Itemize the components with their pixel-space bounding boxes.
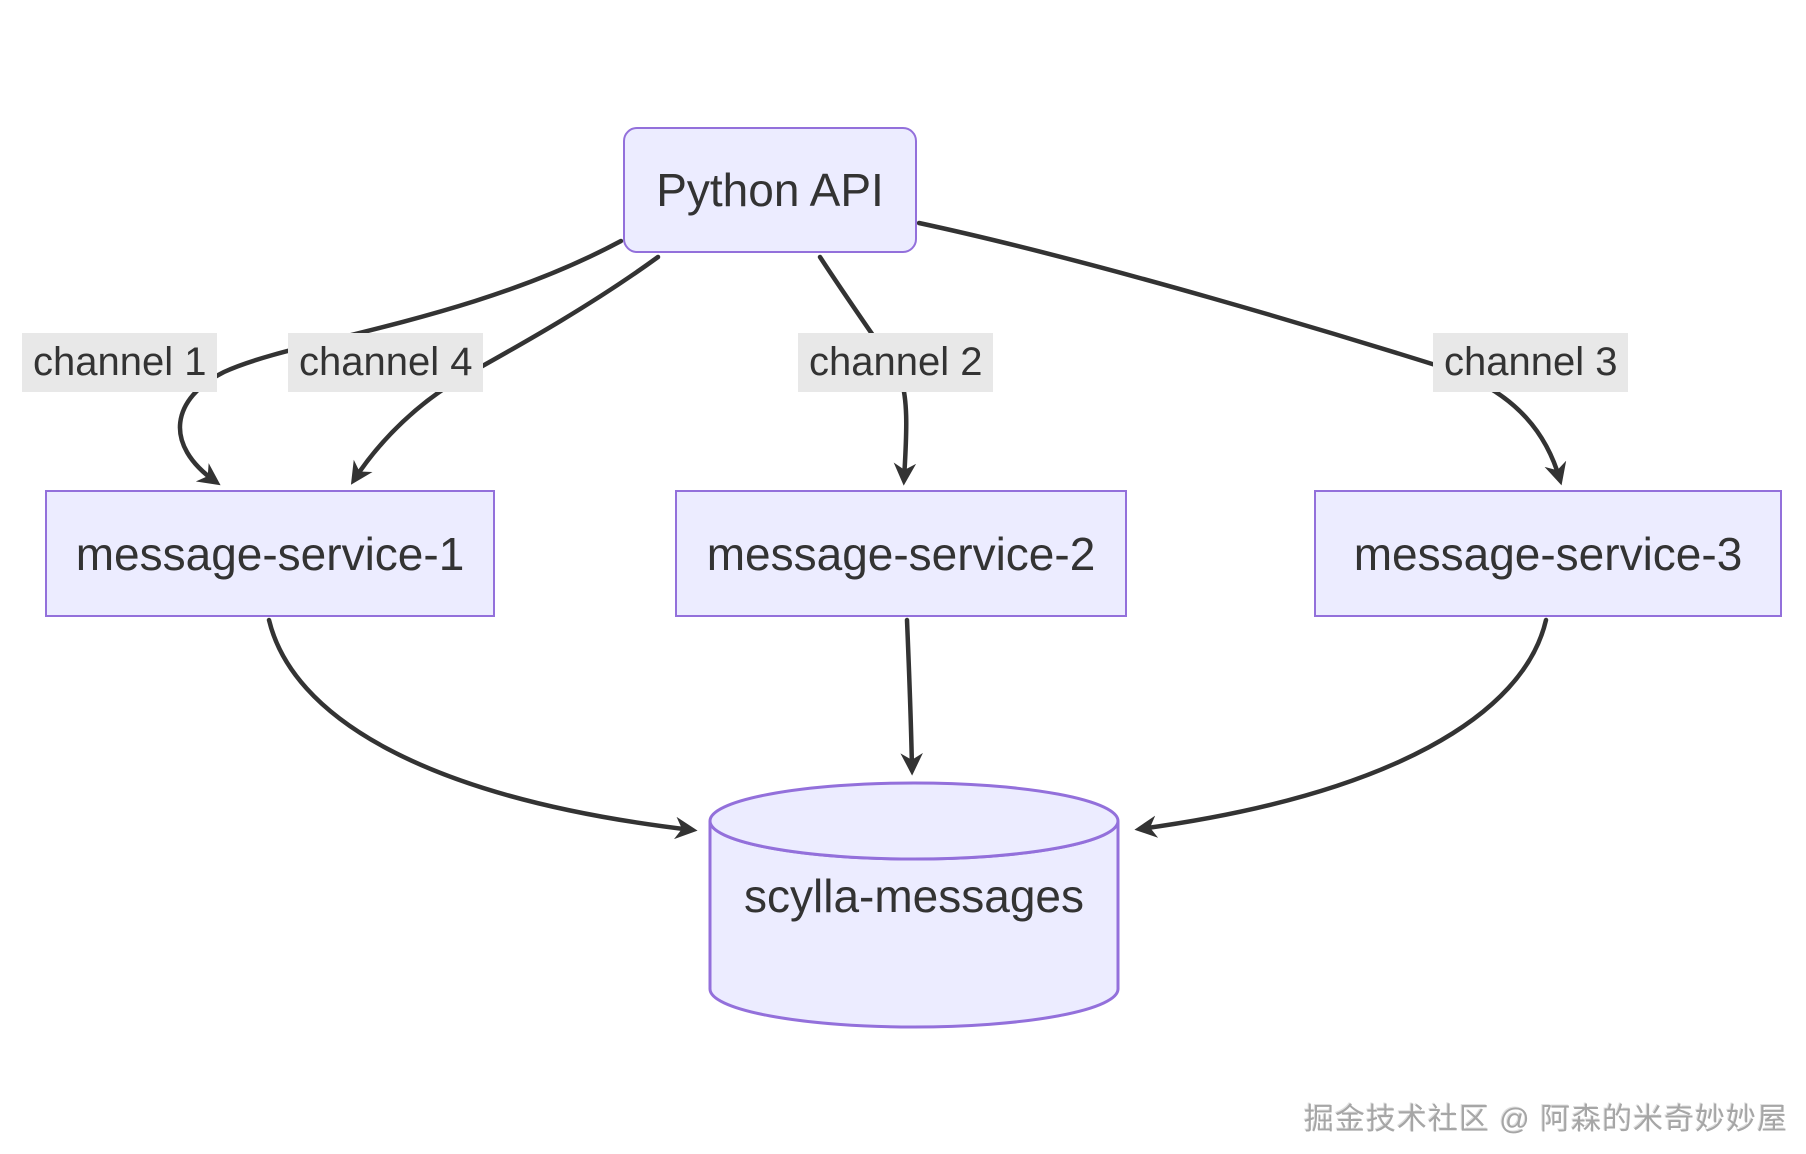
edge-label-channel-1: channel 1 <box>22 333 218 392</box>
edge-pythonapi-service1-channel1 <box>177 238 624 486</box>
watermark-text: 掘金技术社区 @ 阿森的米奇妙妙屋 <box>1303 1103 1788 1136</box>
node-message-service-1-label: message-service-1 <box>75 527 465 580</box>
node-message-service-3: message-service-3 <box>1314 490 1782 617</box>
node-python-api: Python API <box>623 127 917 253</box>
edge-service2-database <box>900 617 923 776</box>
node-scylla-messages-label: scylla-messages <box>710 858 1118 934</box>
edge-label-channel-4: channel 4 <box>288 333 484 392</box>
node-message-service-2-label: message-service-2 <box>706 527 1096 580</box>
node-message-service-2: message-service-2 <box>675 490 1127 617</box>
node-message-service-3-label: message-service-3 <box>1353 527 1743 580</box>
edge-service3-database <box>1134 617 1549 838</box>
edge-pythonapi-service3-channel3 <box>916 220 1567 486</box>
database-cylinder-top <box>708 781 1120 861</box>
edge-label-channel-2: channel 2 <box>798 333 994 392</box>
edge-label-channel-3: channel 3 <box>1433 333 1629 392</box>
node-message-service-1: message-service-1 <box>45 490 495 617</box>
node-python-api-label: Python API <box>656 164 884 216</box>
database-label-text: scylla-messages <box>744 870 1084 922</box>
edge-service1-database <box>266 617 698 840</box>
